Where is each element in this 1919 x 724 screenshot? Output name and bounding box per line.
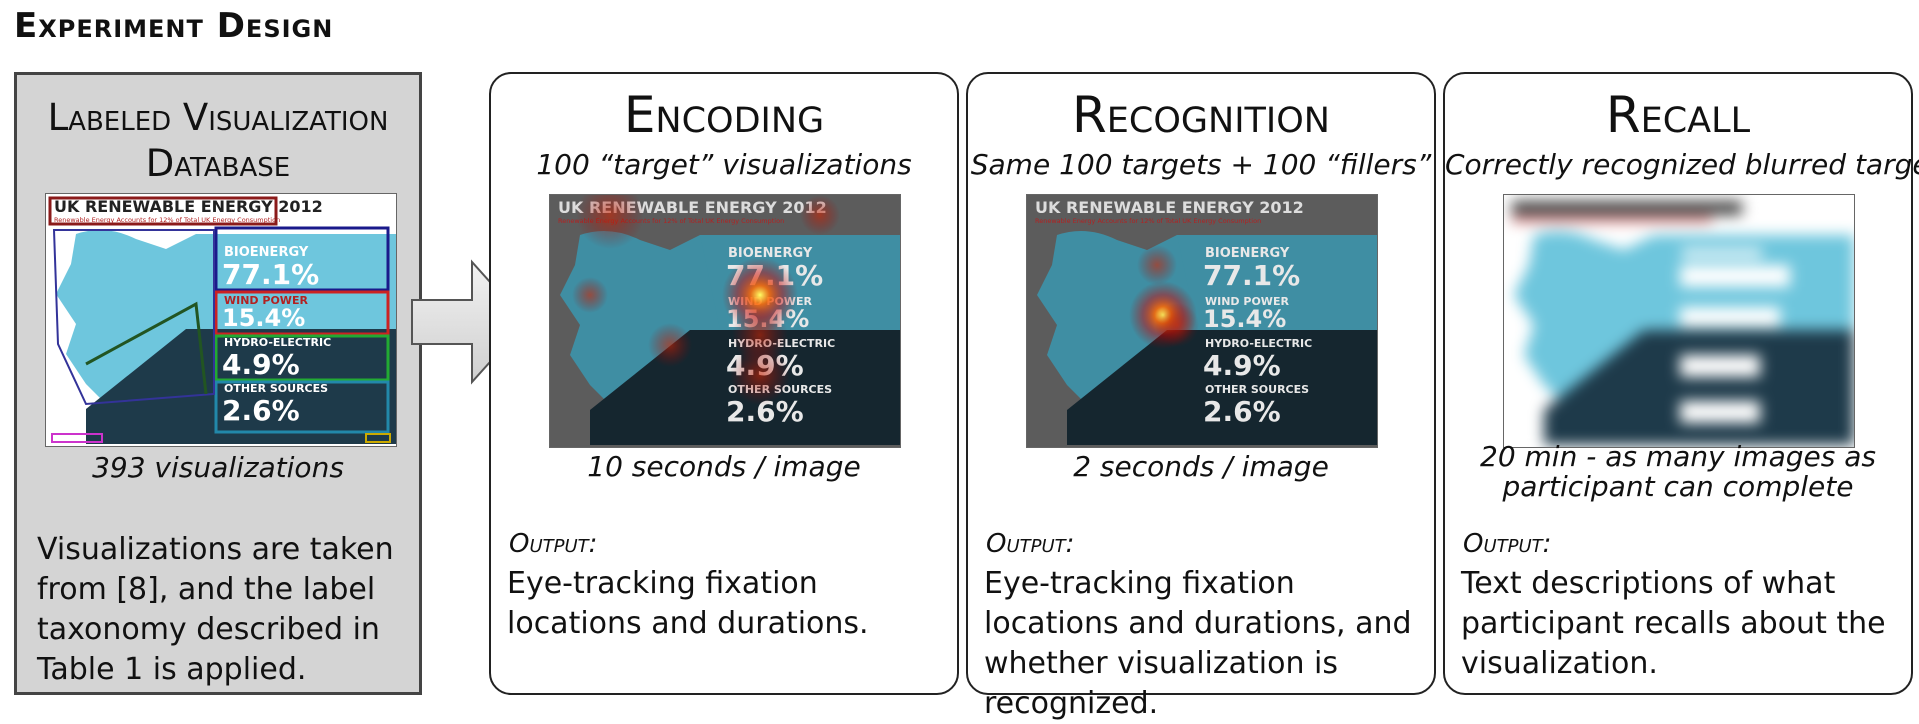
heatmap-thumbnail: UK RENEWABLE ENERGY 2012 Renewable Energ… (1026, 194, 1378, 448)
thumb-row1-label: BIOENERGY (1205, 246, 1290, 261)
thumb-row4-value: 2.6% (222, 394, 300, 427)
output-text: Eye-tracking fixation locations and dura… (507, 566, 869, 641)
thumb-row1-label: BIOENERGY (224, 245, 309, 260)
database-title-line1: Labeled Visualization (47, 96, 389, 139)
thumb-row4-value: 2.6% (1203, 395, 1281, 428)
thumb-row4-label: OTHER SOURCES (224, 382, 328, 395)
thumb-row1-value: 77.1% (222, 258, 319, 291)
thumb-row2-value: 15.4% (222, 304, 305, 332)
stage-caption-line2: participant can complete (1502, 470, 1854, 503)
blurred-thumbnail (1503, 194, 1855, 448)
database-title-line2: Database (145, 142, 291, 185)
thumb-row1-label: BIOENERGY (728, 246, 813, 261)
heatmap-thumbnail: UK RENEWABLE ENERGY 2012 Renewable Energ… (549, 194, 901, 448)
database-description: Visualizations are taken from [8], and t… (37, 532, 394, 687)
stage-recall: Recall Correctly recognized blurred targ… (1443, 72, 1919, 695)
stage-title: Recall (1605, 86, 1751, 144)
stage-caption: 20 min - as many images as participant c… (1445, 442, 1911, 502)
stage-encoding: Encoding 100 “target” visualizations UK … (489, 72, 959, 695)
stage-title: Recognition (1072, 86, 1330, 144)
thumb-subtitle: Renewable Energy Accounts for 12% of Tot… (558, 217, 784, 225)
stage-caption: 2 seconds / image (1073, 450, 1329, 483)
page-title: Experiment Design (14, 6, 334, 46)
thumb-row2-label: WIND POWER (1205, 295, 1289, 308)
thumb-row3-value: 4.9% (1203, 349, 1281, 382)
thumb-row2-value: 15.4% (1203, 305, 1286, 333)
labeled-database-panel: Labeled Visualization Database UK RENEWA… (14, 72, 422, 695)
thumb-row3-label: HYDRO-ELECTRIC (224, 336, 331, 349)
thumb-row4-label: OTHER SOURCES (1205, 383, 1309, 396)
thumb-title: UK RENEWABLE ENERGY 2012 (1035, 198, 1304, 217)
stage-recognition: Recognition Same 100 targets + 100 “fill… (966, 72, 1436, 721)
labeled-thumbnail: UK RENEWABLE ENERGY 2012 Renewable Energ… (45, 193, 397, 447)
stage-subtitle: 100 “target” visualizations (536, 148, 912, 181)
output-text: Eye-tracking fixation locations and dura… (984, 566, 1412, 721)
stage-caption: 10 seconds / image (587, 450, 861, 483)
thumb-subtitle: Renewable Energy Accounts for 12% of Tot… (1035, 217, 1261, 225)
database-count: 393 visualizations (92, 451, 344, 484)
thumb-subtitle: Renewable Energy Accounts for 12% of Tot… (54, 216, 280, 224)
output-label: Output: (1463, 529, 1552, 559)
stage-title: Encoding (623, 86, 825, 144)
output-label: Output: (986, 529, 1075, 559)
stage-subtitle: Correctly recognized blurred targets (1445, 148, 1919, 181)
output-label: Output: (509, 529, 598, 559)
database-title: Labeled Visualization Database (17, 95, 419, 187)
output-text: Text descriptions of what participant re… (1461, 566, 1886, 681)
thumb-row2-label: WIND POWER (224, 294, 308, 307)
stage-subtitle: Same 100 targets + 100 “fillers” (970, 148, 1432, 181)
stage-caption-line1: 20 min - as many images as (1480, 440, 1876, 473)
thumb-title: UK RENEWABLE ENERGY 2012 (54, 197, 323, 216)
thumb-row3-label: HYDRO-ELECTRIC (1205, 337, 1312, 350)
thumb-row3-value: 4.9% (222, 348, 300, 381)
thumb-row1-value: 77.1% (1203, 259, 1300, 292)
